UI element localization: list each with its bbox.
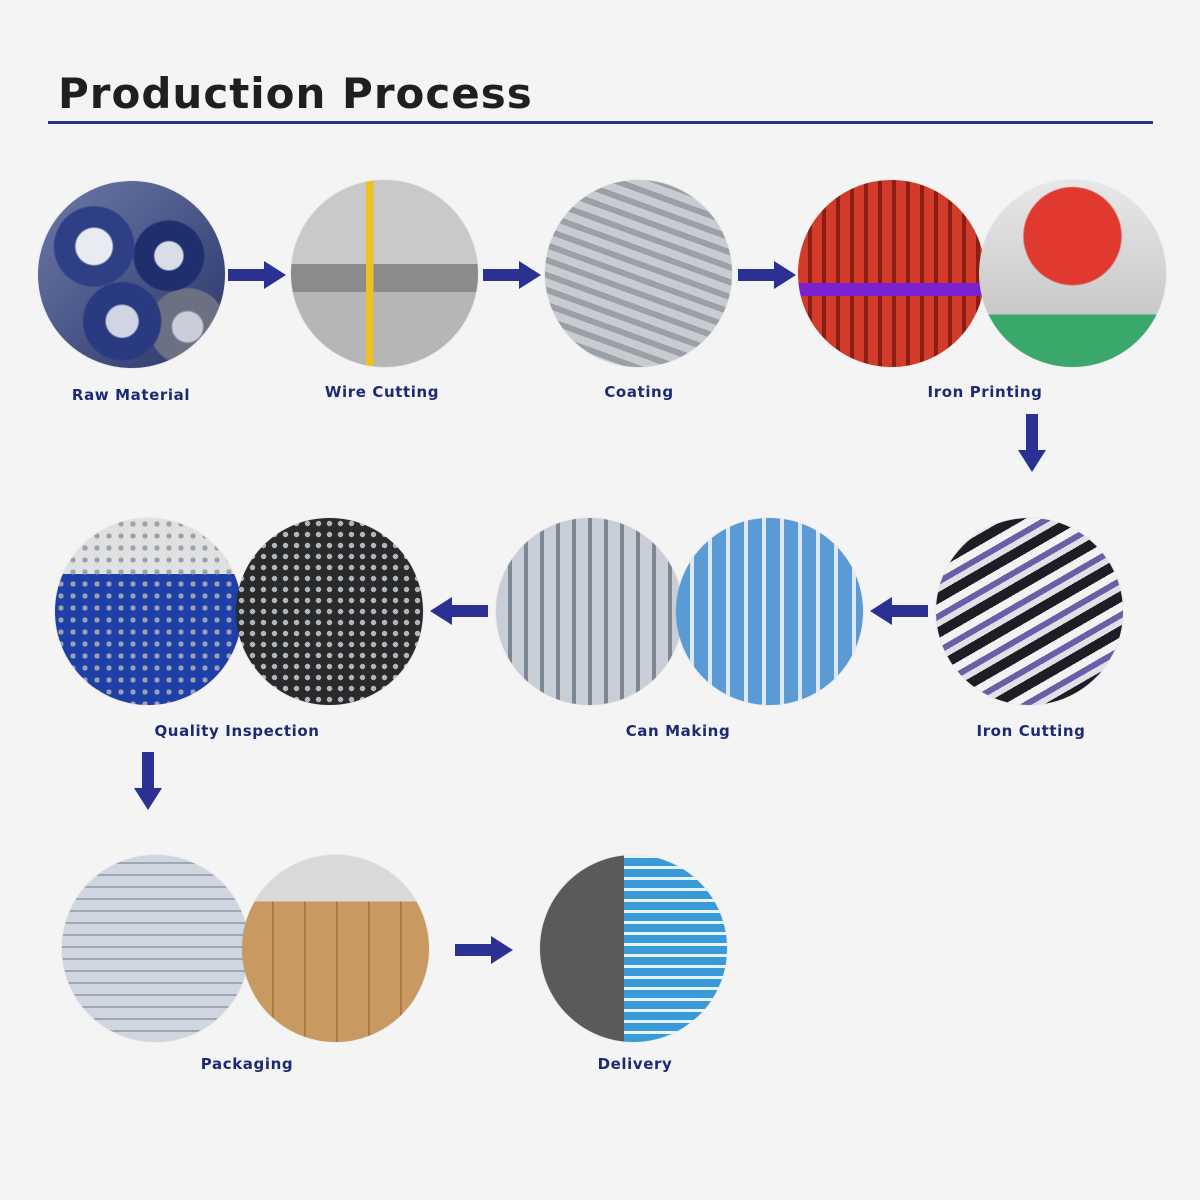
quality-inspection-photo-1 [55,518,242,705]
step-label-wire-cutting: Wire Cutting [324,383,440,401]
arrow-down-icon [134,752,162,810]
step-label-iron-printing: Iron Printing [927,383,1043,401]
arrow-right-icon [738,261,796,289]
iron-printing-photo-1 [798,180,985,367]
step-label-iron-cutting: Iron Cutting [976,722,1086,740]
step-label-can-making: Can Making [625,722,731,740]
step-label-coating: Coating [604,383,674,401]
can-making-photo-1 [496,518,683,705]
quality-inspection-photo-2 [236,518,423,705]
step-label-quality-inspection: Quality Inspection [154,722,320,740]
iron-printing-photo-2 [979,180,1166,367]
arrow-right-icon [455,936,513,964]
arrow-left-icon [870,597,928,625]
arrow-right-icon [228,261,286,289]
can-making-photo-2 [676,518,863,705]
arrow-down-icon [1018,414,1046,472]
page-title: Production Process [58,69,533,118]
step-label-raw-material: Raw Material [71,386,191,404]
iron-cutting-photo [936,518,1123,705]
delivery-photo [540,855,727,1042]
arrow-left-icon [430,597,488,625]
title-underline [48,121,1153,124]
wire-cutting-photo [291,180,478,367]
raw-material-photo [38,181,225,368]
coating-photo [545,180,732,367]
step-label-packaging: Packaging [200,1055,294,1073]
arrow-right-icon [483,261,541,289]
packaging-photo-2 [242,855,429,1042]
packaging-photo-1 [62,855,249,1042]
step-label-delivery: Delivery [597,1055,673,1073]
